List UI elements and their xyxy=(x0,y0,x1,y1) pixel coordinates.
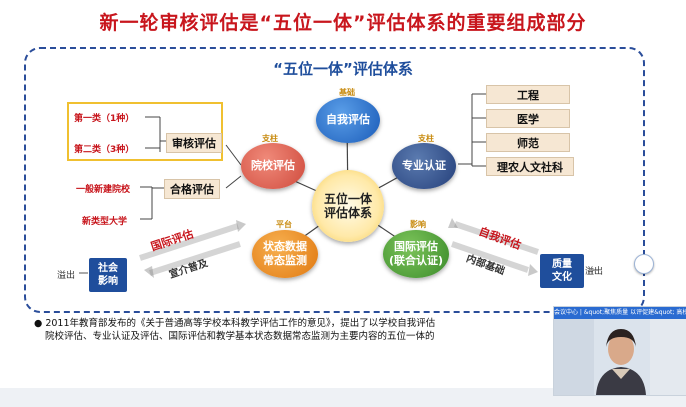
diagram-title: “五位一体”评估体系 xyxy=(273,60,413,78)
presenter-figure xyxy=(554,319,686,395)
category-second: 第二类（3种） xyxy=(74,145,135,155)
monitor-node: 状态数据 常态监测 xyxy=(252,230,318,278)
social-impact-box: 社会 影响 xyxy=(89,258,127,292)
bullet-dot: ● xyxy=(34,318,46,329)
scroll-button[interactable] xyxy=(634,254,654,274)
pro-cert-tag: 支柱 xyxy=(418,134,434,143)
overflow-right: 溢出 xyxy=(585,267,604,277)
overflow-left: 溢出 xyxy=(57,271,76,281)
category-first: 第一类（1种） xyxy=(74,114,135,124)
slide-title: 新一轮审核评估是“五位一体”评估体系的重要组成部分 xyxy=(99,12,587,34)
monitor-tag: 平台 xyxy=(276,220,292,229)
bottom-toolbar xyxy=(0,388,686,407)
discipline-liberal: 理农人文社科 xyxy=(486,157,574,176)
school-eval-node: 院校评估 xyxy=(241,143,305,189)
intl-eval-tag: 影响 xyxy=(410,220,426,229)
slide: 新一轮审核评估是“五位一体”评估体系的重要组成部分 “五位一体”评估体系 xyxy=(0,0,686,388)
discipline-medicine: 医学 xyxy=(486,109,570,128)
qualified-eval-box: 合格评估 xyxy=(164,179,220,199)
diagram-frame xyxy=(24,47,645,313)
quality-culture-box: 质量 文化 xyxy=(540,254,584,288)
discipline-teacher: 师范 xyxy=(486,133,570,152)
bullet-line-1: 2011年教育部发布的《关于普通高等学校本科教学评估工作的意见》，提出了以学校自… xyxy=(45,318,436,329)
discipline-engineering: 工程 xyxy=(486,85,570,104)
bullet-paragraph: ● 2011年教育部发布的《关于普通高等学校本科教学评估工作的意见》，提出了以学… xyxy=(34,317,554,343)
category-new-college: 一般新建院校 xyxy=(76,185,131,195)
video-header: 会议中心 | &quot;聚焦质量 以评促建&quot; 高校本科教学评估工作交… xyxy=(554,307,686,319)
self-eval-node: 自我评估 xyxy=(316,97,380,143)
presenter-video[interactable]: 会议中心 | &quot;聚焦质量 以评促建&quot; 高校本科教学评估工作交… xyxy=(553,306,686,396)
school-eval-tag: 支柱 xyxy=(262,134,278,143)
pro-cert-node: 专业认证 xyxy=(392,143,456,189)
category-new-type: 新类型大学 xyxy=(82,217,128,227)
center-node: 五位一体 评估体系 xyxy=(312,170,384,242)
bullet-line-2: 院校评估、专业认证及评估、国际评估和教学基本状态数据常态监测为主要内容的五位一体… xyxy=(45,331,435,342)
audit-eval-box: 审核评估 xyxy=(166,133,222,153)
self-eval-tag: 基础 xyxy=(339,88,355,97)
intl-eval-node: 国际评估 (联合认证) xyxy=(383,230,449,278)
